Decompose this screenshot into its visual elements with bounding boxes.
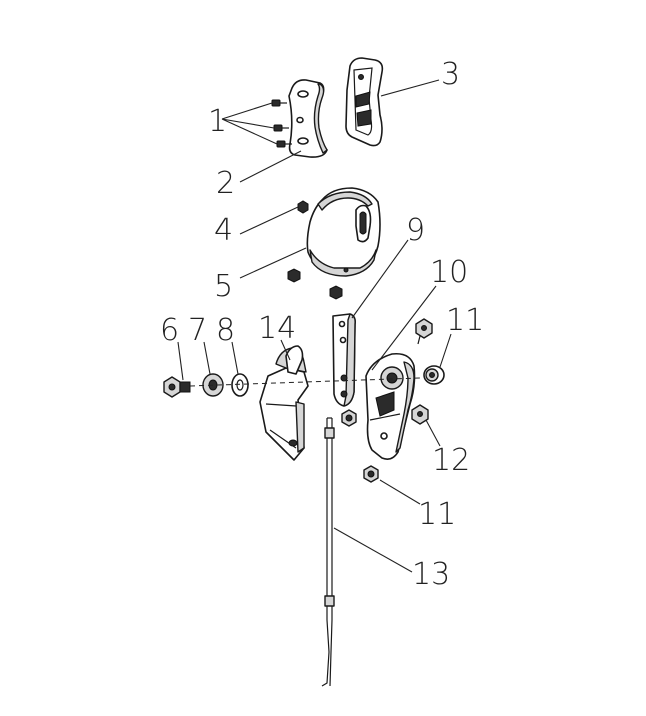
callout-12: 12: [432, 443, 470, 478]
callout-14: 14: [258, 311, 296, 346]
lever-nut-icon: [341, 409, 357, 427]
cover-nut-icon: [287, 268, 343, 300]
callout-13: 13: [412, 557, 450, 592]
callout-11-upper: 11: [446, 303, 484, 338]
part-5-cover: [306, 187, 381, 277]
assembly-axis: [189, 377, 421, 387]
callout-4: 4: [214, 213, 233, 248]
part-9-lever: [332, 313, 356, 407]
part-4-nut: [297, 200, 309, 214]
screw-icon: [273, 124, 289, 132]
callout-7: 7: [188, 313, 207, 348]
callout-5: 5: [214, 269, 233, 304]
part-7-washer: [202, 373, 224, 397]
callout-9: 9: [406, 213, 425, 248]
part-6-bolt: [163, 376, 191, 398]
callout-6: 6: [160, 313, 179, 348]
callout-3: 3: [441, 57, 460, 92]
callout-8: 8: [216, 313, 235, 348]
callout-1: 1: [208, 104, 227, 139]
part-12-bolt: [411, 404, 429, 425]
part-11-nut-upper: [423, 365, 445, 385]
callout-10: 10: [430, 255, 468, 290]
part-3-handle-shell: [345, 57, 384, 147]
leader-lines: [177, 79, 452, 573]
screw-icon: [271, 99, 287, 107]
part-13-shift-rod: [321, 417, 335, 687]
part-10-gear-plate: [365, 352, 416, 460]
part-2-handle-plate: [288, 79, 328, 158]
callout-2: 2: [216, 166, 235, 201]
part-1-screws: [271, 99, 292, 148]
part-14-bracket: [259, 345, 309, 461]
bolt-icon: [415, 318, 433, 345]
callout-11-lower: 11: [418, 497, 456, 532]
part-8-washer: [231, 373, 249, 397]
part-11-nut-lower: [363, 465, 379, 483]
